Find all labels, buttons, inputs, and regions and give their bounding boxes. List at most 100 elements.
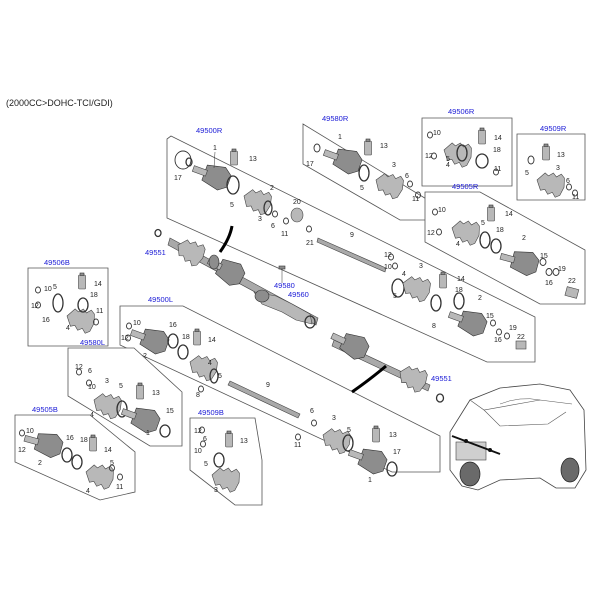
callout-3g: 3: [214, 487, 218, 494]
callout-13e: 13: [152, 390, 160, 397]
callout-5e: 5: [525, 170, 529, 177]
part-49506R-10: [427, 131, 433, 139]
ref-49580[interactable]: 49580: [274, 281, 295, 290]
callout-18e: 18: [90, 292, 98, 299]
part-49509B-13: [225, 430, 233, 448]
callout-4c: 4: [446, 162, 450, 169]
callout-12h: 12: [18, 447, 26, 454]
part-49509R-13: [542, 143, 550, 161]
callout-10f: 10: [133, 320, 141, 327]
callout-2b: 2: [478, 295, 482, 302]
callout-18f: 18: [182, 334, 190, 341]
part-49506B-10: [35, 286, 41, 294]
part-49505B-5: [109, 464, 115, 472]
callout-1d: 1: [146, 430, 150, 437]
callout-8b: 8: [196, 392, 200, 399]
break-mark-upper: [218, 225, 234, 253]
lower-axle-assembly: [326, 324, 445, 403]
part-49500L-17: [386, 461, 398, 477]
ref-49505B[interactable]: 49505B: [32, 405, 58, 414]
part-49505B-16: [61, 447, 73, 463]
callout-8: 8: [432, 323, 436, 330]
callout-13d: 13: [389, 432, 397, 439]
callout-2d: 2: [143, 353, 147, 360]
ref-49500R[interactable]: 49500R: [196, 126, 223, 135]
callout-5i: 5: [347, 427, 351, 434]
ref-49560[interactable]: 49560: [288, 290, 309, 299]
part-49509B-5: [213, 452, 225, 468]
ref-49551-upper[interactable]: 49551: [145, 248, 166, 257]
part-49500R-19: [504, 332, 510, 340]
callout-13f: 13: [240, 438, 248, 445]
part-49580-bolt: [278, 265, 286, 283]
callout-14d: 14: [505, 211, 513, 218]
ref-49506R[interactable]: 49506R: [448, 107, 475, 116]
part-49509B-10: [200, 440, 206, 448]
ref-49506B[interactable]: 49506B: [44, 258, 70, 267]
ref-49509B[interactable]: 49509B: [198, 408, 224, 417]
part-49506B-18: [77, 297, 89, 313]
callout-21: 21: [306, 240, 314, 247]
ref-49551-lower[interactable]: 49551: [431, 374, 452, 383]
part-49500R-21: [306, 225, 312, 233]
callout-18: 18: [455, 287, 463, 294]
panel-49500L: [119, 305, 441, 473]
callout-3b: 3: [419, 263, 423, 270]
callout-2e: 2: [38, 460, 42, 467]
panel-49580R: [302, 123, 429, 221]
part-49580L-5: [116, 400, 128, 418]
callout-4g: 4: [90, 412, 94, 419]
callout-12c: 12: [425, 153, 433, 160]
callout-14e: 14: [94, 281, 102, 288]
callout-11h: 11: [116, 484, 123, 491]
panel-49509B: [189, 417, 263, 506]
callout-19b: 19: [558, 266, 566, 273]
part-49580L-13: [136, 382, 144, 400]
callout-3d: 3: [556, 165, 560, 172]
callout-12g: 12: [75, 364, 83, 371]
callout-12e: 12: [31, 303, 39, 310]
callout-5: 5: [230, 202, 234, 209]
part-49580L-15: [159, 424, 171, 438]
callout-18c: 18: [493, 147, 501, 154]
callout-12b: 12: [384, 252, 392, 259]
callout-3: 3: [258, 216, 262, 223]
part-49505B-18: [71, 454, 83, 470]
part-49505B-11: [117, 473, 123, 481]
part-49500R-clamp: [263, 200, 273, 216]
callout-6f: 6: [88, 368, 92, 375]
part-49506B-5: [52, 293, 64, 313]
ref-49500L[interactable]: 49500L: [148, 295, 173, 304]
part-49506B-11: [93, 318, 99, 326]
callout-22: 22: [517, 334, 525, 341]
part-49505R-10: [432, 208, 438, 216]
callout-4d: 4: [456, 241, 460, 248]
part-49500R-20: [290, 207, 304, 223]
ref-49580R[interactable]: 49580R: [322, 114, 349, 123]
part-49560-bracket: [253, 289, 316, 329]
callout-16d: 16: [169, 322, 177, 329]
callout-6d: 6: [566, 178, 570, 185]
part-49580R-13: [364, 138, 372, 156]
part-49500R-10: [392, 262, 398, 270]
part-49500L-13: [372, 425, 380, 443]
part-49500L-5: [209, 368, 219, 384]
part-49500R-6: [272, 210, 278, 218]
callout-16c: 16: [42, 317, 50, 324]
part-49509R-6: [566, 183, 572, 191]
callout-13b: 13: [380, 143, 388, 150]
part-49500R-1: [188, 151, 234, 194]
callout-10e: 10: [44, 286, 52, 293]
callout-11g: 11: [294, 442, 301, 449]
part-49505R-16: [545, 268, 553, 276]
callout-10h: 10: [26, 428, 34, 435]
part-49505R-15: [539, 258, 547, 266]
callout-1: 1: [213, 145, 217, 152]
ref-49509R[interactable]: 49509R: [540, 124, 567, 133]
ref-49580L[interactable]: 49580L: [80, 338, 105, 347]
part-49505R-5: [479, 231, 491, 249]
callout-15b: 15: [540, 253, 548, 260]
ref-49505R[interactable]: 49505R: [452, 182, 479, 191]
callout-5c: 5: [360, 185, 364, 192]
